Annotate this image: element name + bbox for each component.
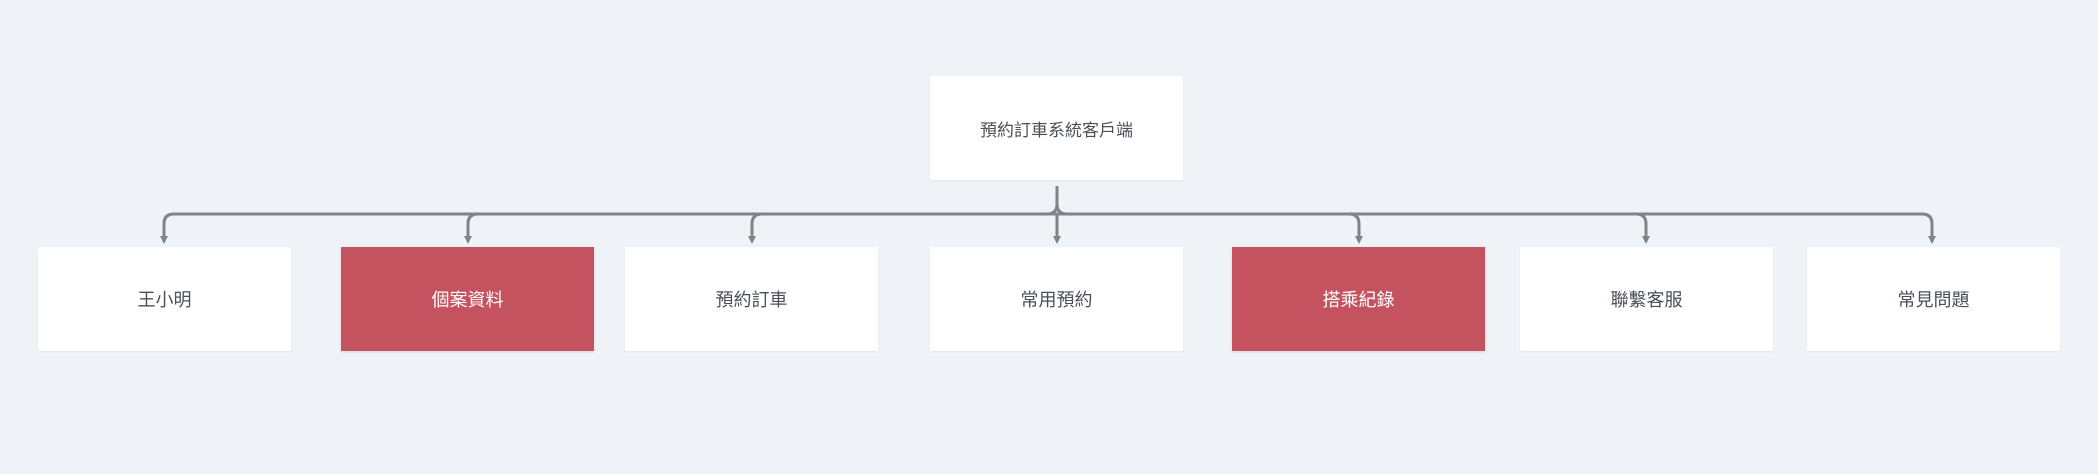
root-node: 預約訂車系統客戶端 [930, 76, 1183, 180]
child-node-label: 王小明 [137, 290, 192, 311]
child-node-1[interactable]: 王小明 [38, 247, 291, 351]
child-node-6[interactable]: 聯繫客服 [1520, 247, 1773, 351]
root-stem [1055, 186, 1068, 216]
child-node-5[interactable]: 搭乘紀錄 [1232, 247, 1485, 351]
child-node-7[interactable]: 常見問題 [1807, 247, 2060, 351]
child-node-label: 預約訂車 [715, 290, 788, 311]
child-node-4[interactable]: 常用預約 [930, 247, 1183, 351]
connector-branch-3 [748, 212, 763, 244]
root-node-label: 預約訂車系統客戶端 [980, 120, 1133, 141]
child-node-label: 常用預約 [1020, 290, 1093, 311]
child-node-label: 個案資料 [431, 290, 504, 311]
child-node-label: 常見問題 [1897, 290, 1970, 311]
connector-branch-5 [1348, 212, 1363, 244]
connector-branch-1 [160, 212, 175, 244]
child-node-2[interactable]: 個案資料 [341, 247, 594, 351]
connector-branch-7 [1921, 212, 1936, 244]
child-node-label: 聯繫客服 [1610, 290, 1683, 311]
child-node-label: 搭乘紀錄 [1322, 290, 1395, 311]
connector-branch-2 [464, 212, 479, 244]
connector-branch-6 [1635, 212, 1650, 244]
child-node-3[interactable]: 預約訂車 [625, 247, 878, 351]
